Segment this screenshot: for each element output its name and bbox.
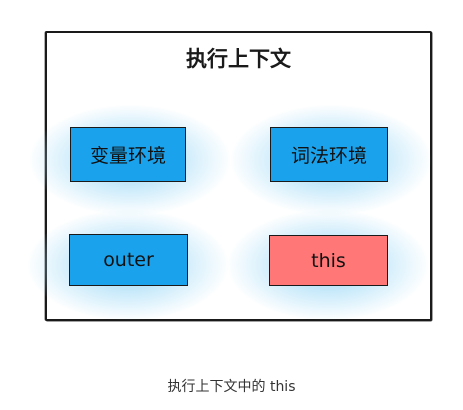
lexical-environment-box: 词法环境 (270, 127, 388, 182)
execution-context-title: 执行上下文 (186, 47, 291, 71)
variable-environment-label: 变量环境 (89, 145, 166, 167)
lexical-environment-label: 词法环境 (290, 145, 367, 167)
outer-box: outer (69, 234, 188, 286)
variable-environment-box: 变量环境 (70, 127, 186, 182)
figure-caption: 执行上下文中的 this (167, 379, 296, 395)
outer-label: outer (103, 249, 154, 271)
this-label: this (311, 249, 346, 272)
this-box: this (269, 235, 388, 286)
